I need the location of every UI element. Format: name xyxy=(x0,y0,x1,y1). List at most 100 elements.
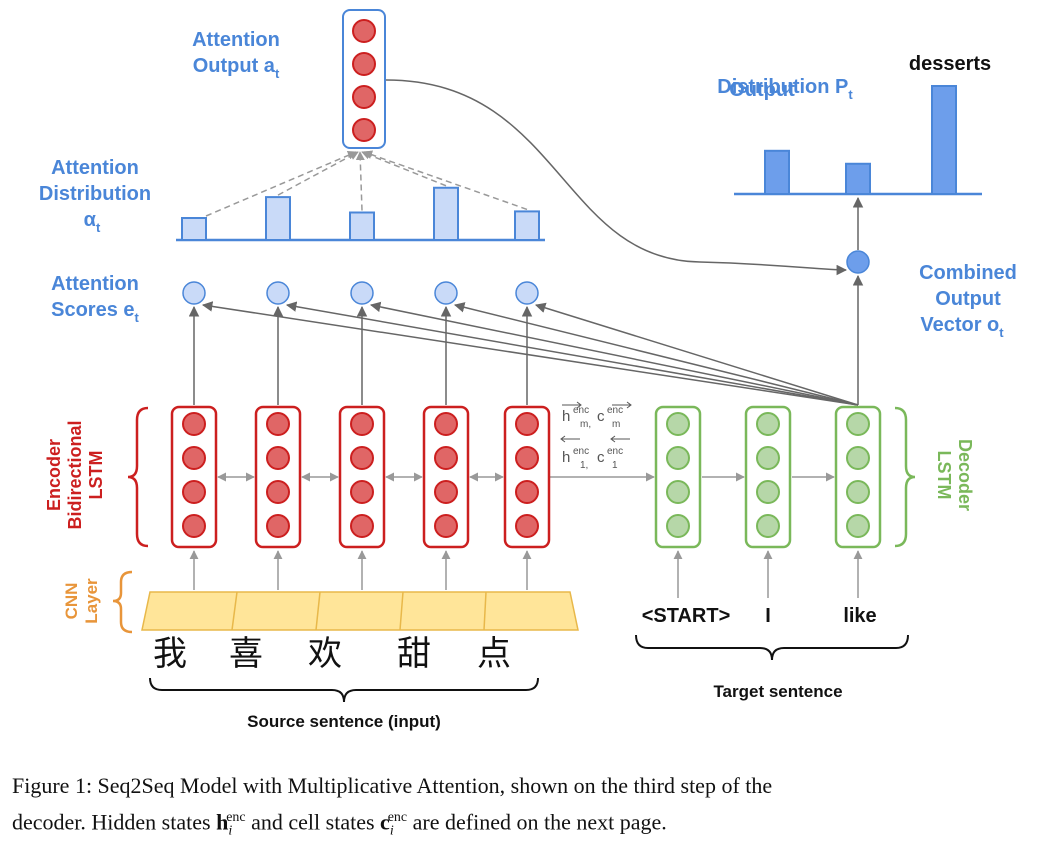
source-word: 欢 xyxy=(308,634,342,674)
svg-text:Vector ot: Vector ot xyxy=(920,314,1004,340)
attention-distribution-bars xyxy=(176,150,545,242)
encoder-cell-box xyxy=(170,405,218,549)
svg-text:LSTM: LSTM xyxy=(934,451,954,500)
decoder-cell-box xyxy=(654,405,702,549)
hidden-unit xyxy=(266,480,290,504)
svg-text:Encoder: Encoder xyxy=(44,439,64,511)
encoder-final-states: h enc m, c enc m h enc 1, c enc 1 xyxy=(560,401,632,471)
hidden-unit xyxy=(266,514,290,538)
attention-bar xyxy=(349,211,375,241)
hidden-unit xyxy=(266,446,290,470)
figure-caption: Figure 1: Seq2Seq Model with Multiplicat… xyxy=(12,770,1047,848)
svg-text:1,: 1, xyxy=(580,460,588,471)
hidden-unit xyxy=(515,412,539,436)
decoder-to-score-arrow xyxy=(201,301,859,406)
encoder-cell-box xyxy=(254,405,302,549)
attention-weight-line xyxy=(361,150,447,187)
caption-line-1: Figure 1: Seq2Seq Model with Multiplicat… xyxy=(12,773,773,798)
encoder-cell-box xyxy=(338,405,386,549)
svg-text:enc: enc xyxy=(573,446,589,457)
hidden-unit xyxy=(666,412,690,436)
hidden-unit xyxy=(350,412,374,436)
target-sentence-caption: Target sentence xyxy=(713,682,842,701)
combined-output-node xyxy=(846,250,870,274)
attention-score-node xyxy=(434,281,458,305)
output-distribution-bars xyxy=(734,85,982,196)
decoder-to-score-arrow xyxy=(534,302,859,406)
attention-bar xyxy=(265,196,291,242)
output-prob-bar xyxy=(931,85,957,195)
attention-score-node xyxy=(515,281,539,305)
svg-text:Output at: Output at xyxy=(193,55,280,81)
attention-weight-line xyxy=(363,150,528,211)
caption-line-2: decoder. Hidden states hienc and cell st… xyxy=(12,809,667,839)
attention-distribution-label: Attention xyxy=(51,157,139,179)
decoder-cell-box xyxy=(744,405,792,549)
attention-bar xyxy=(181,217,207,241)
hidden-unit xyxy=(182,446,206,470)
attention-weight-line xyxy=(355,151,365,211)
encoder-cell xyxy=(338,405,386,549)
svg-text:Bidirectional: Bidirectional xyxy=(65,420,85,529)
svg-text:Layer: Layer xyxy=(82,578,101,624)
hidden-unit xyxy=(182,514,206,538)
target-brace xyxy=(635,634,909,661)
svg-text:Output: Output xyxy=(935,288,1001,310)
source-word: 甜 xyxy=(397,634,431,674)
cnn-label: CNN Layer xyxy=(62,578,101,624)
encoder-cell-box xyxy=(422,405,470,549)
encoder-cell xyxy=(503,405,551,549)
target-word: <START> xyxy=(642,605,731,627)
hidden-unit xyxy=(266,412,290,436)
seq2seq-attention-diagram: Attention Output at Attention Distributi… xyxy=(39,9,1017,731)
hidden-unit xyxy=(666,514,690,538)
attention-to-combined-curve xyxy=(385,79,848,276)
connection-lines xyxy=(182,79,870,598)
hidden-unit xyxy=(350,446,374,470)
svg-text:Decoder: Decoder xyxy=(955,439,975,511)
hidden-unit xyxy=(434,514,458,538)
hidden-unit xyxy=(666,446,690,470)
svg-text:enc: enc xyxy=(573,405,589,416)
source-brace xyxy=(149,677,539,703)
encoder-cell xyxy=(422,405,470,549)
hidden-unit xyxy=(846,412,870,436)
source-word: 我 xyxy=(153,634,187,674)
hidden-unit xyxy=(756,412,780,436)
decoder-to-score-arrow xyxy=(285,301,859,406)
decoder-cells xyxy=(654,405,882,549)
hidden-unit xyxy=(350,480,374,504)
decoder-cell-box xyxy=(834,405,882,549)
source-words: 我 喜 欢 甜 点 xyxy=(153,634,511,674)
attention-bar xyxy=(514,210,540,241)
decoder-cell xyxy=(744,405,792,549)
attention-score-node xyxy=(350,281,374,305)
target-word: I xyxy=(765,605,771,627)
attention-weight-line xyxy=(277,151,359,196)
svg-text:Distribution Pt: Distribution Pt xyxy=(717,76,853,102)
decoder-brace xyxy=(894,406,916,548)
svg-text:1: 1 xyxy=(612,460,618,471)
svg-text:m: m xyxy=(612,419,620,430)
svg-text:Scores et: Scores et xyxy=(51,299,139,325)
svg-text:c: c xyxy=(597,408,605,425)
output-distribution-label: Output xyxy=(729,79,795,101)
decoder-cell xyxy=(654,405,702,549)
hidden-unit xyxy=(666,480,690,504)
hidden-unit xyxy=(182,480,206,504)
hidden-unit xyxy=(182,412,206,436)
decoder-to-score-arrow xyxy=(369,301,859,406)
svg-text:CNN: CNN xyxy=(62,583,81,620)
source-word: 喜 xyxy=(229,634,263,674)
hidden-unit xyxy=(846,514,870,538)
hidden-unit xyxy=(515,514,539,538)
svg-text:c: c xyxy=(597,449,605,466)
decoder-label: Decoder LSTM xyxy=(934,439,975,511)
svg-text:enc: enc xyxy=(607,446,623,457)
hidden-unit xyxy=(515,446,539,470)
hidden-unit xyxy=(350,514,374,538)
svg-text:h: h xyxy=(562,449,570,466)
svg-text:αt: αt xyxy=(84,209,101,235)
encoder-cell xyxy=(170,405,218,549)
decoder-to-score-arrow xyxy=(453,302,859,406)
